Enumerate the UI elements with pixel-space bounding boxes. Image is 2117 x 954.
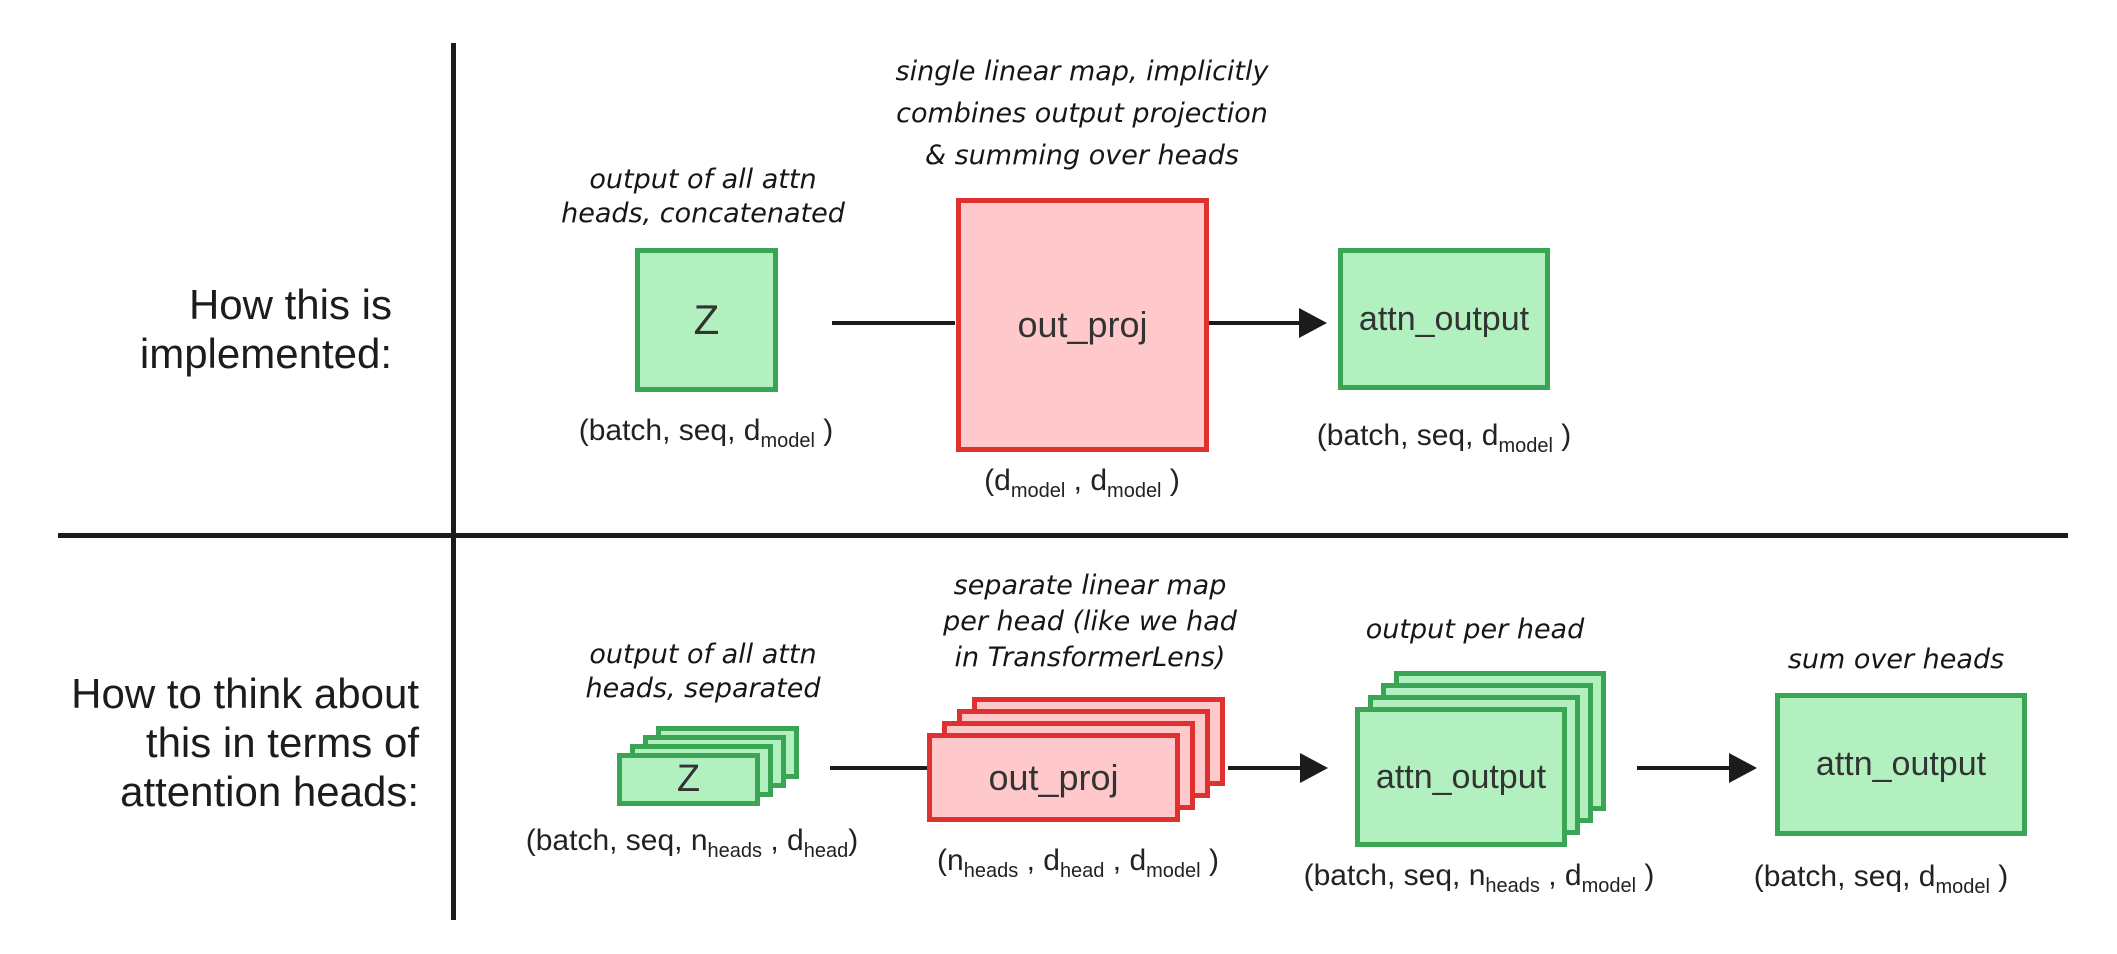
outproj-stack-dims: (nheads , dhead , dmodel )	[937, 844, 1219, 882]
row1-header-line: implemented:	[139, 330, 392, 377]
zstack-to-outproj-line	[830, 766, 927, 770]
row2-header-line: this in terms of	[145, 719, 419, 766]
row2-outproj-caption: separate linear map per head (like we ha…	[943, 570, 1237, 673]
outproj-to-attnoutput-line	[1209, 321, 1299, 325]
z-box-label: Z	[693, 296, 720, 343]
outproj-to-headout-line	[1228, 766, 1300, 770]
attn-output-stack-label: attn_output	[1375, 757, 1547, 796]
z-stack-front-card: Z	[617, 753, 760, 806]
sum-attn-output-box-label: attn_output	[1815, 745, 1987, 783]
z-box-dims: (batch, seq, dmodel )	[578, 414, 834, 452]
outproj-box: out_proj	[956, 198, 1209, 452]
sum-attn-output-box-dims: (batch, seq, dmodel )	[1753, 860, 2009, 898]
z-box: Z	[635, 248, 778, 392]
row2-header-line: How to think about	[71, 670, 419, 717]
z-stack-label: Z	[676, 758, 701, 800]
arrowhead-icon	[1300, 753, 1328, 783]
arrowhead-icon	[1299, 308, 1327, 338]
vertical-divider	[451, 43, 456, 920]
z-stack-dims: (batch, seq, nheads , dhead)	[525, 824, 859, 862]
outproj-box-label: out_proj	[1017, 304, 1148, 345]
row1-z-caption: output of all attn heads, concatenated	[561, 164, 845, 229]
horizontal-divider	[58, 533, 2068, 538]
row2-sum-caption: sum over heads	[1787, 644, 2005, 675]
row2-header-line: attention heads:	[120, 768, 419, 815]
sum-attn-output-box: attn_output	[1775, 693, 2027, 836]
attn-output-stack-dims: (batch, seq, nheads , dmodel )	[1303, 859, 1655, 897]
attn-output-box-dims: (batch, seq, dmodel )	[1316, 419, 1572, 457]
row2-header: How to think about this in terms of atte…	[60, 669, 419, 816]
row2-headout-caption: output per head	[1365, 614, 1585, 645]
attn-output-box-label: attn_output	[1358, 299, 1530, 338]
row1-header-line: How this is	[188, 281, 392, 328]
outproj-stack-front-card: out_proj	[927, 733, 1180, 822]
headout-to-sum-line	[1637, 766, 1729, 770]
row2-z-caption: output of all attn heads, separated	[585, 639, 821, 704]
outproj-stack-label: out_proj	[988, 756, 1119, 798]
attn-output-stack-front-card: attn_output	[1355, 707, 1567, 847]
outproj-box-dims: (dmodel , dmodel )	[984, 464, 1180, 502]
row1-header: How this is implemented:	[60, 280, 392, 378]
attn-output-box: attn_output	[1338, 248, 1550, 390]
row1-outproj-caption: single linear map, implicitly combines o…	[895, 56, 1269, 171]
arrowhead-icon	[1729, 753, 1757, 783]
z-to-outproj-line	[832, 321, 955, 325]
